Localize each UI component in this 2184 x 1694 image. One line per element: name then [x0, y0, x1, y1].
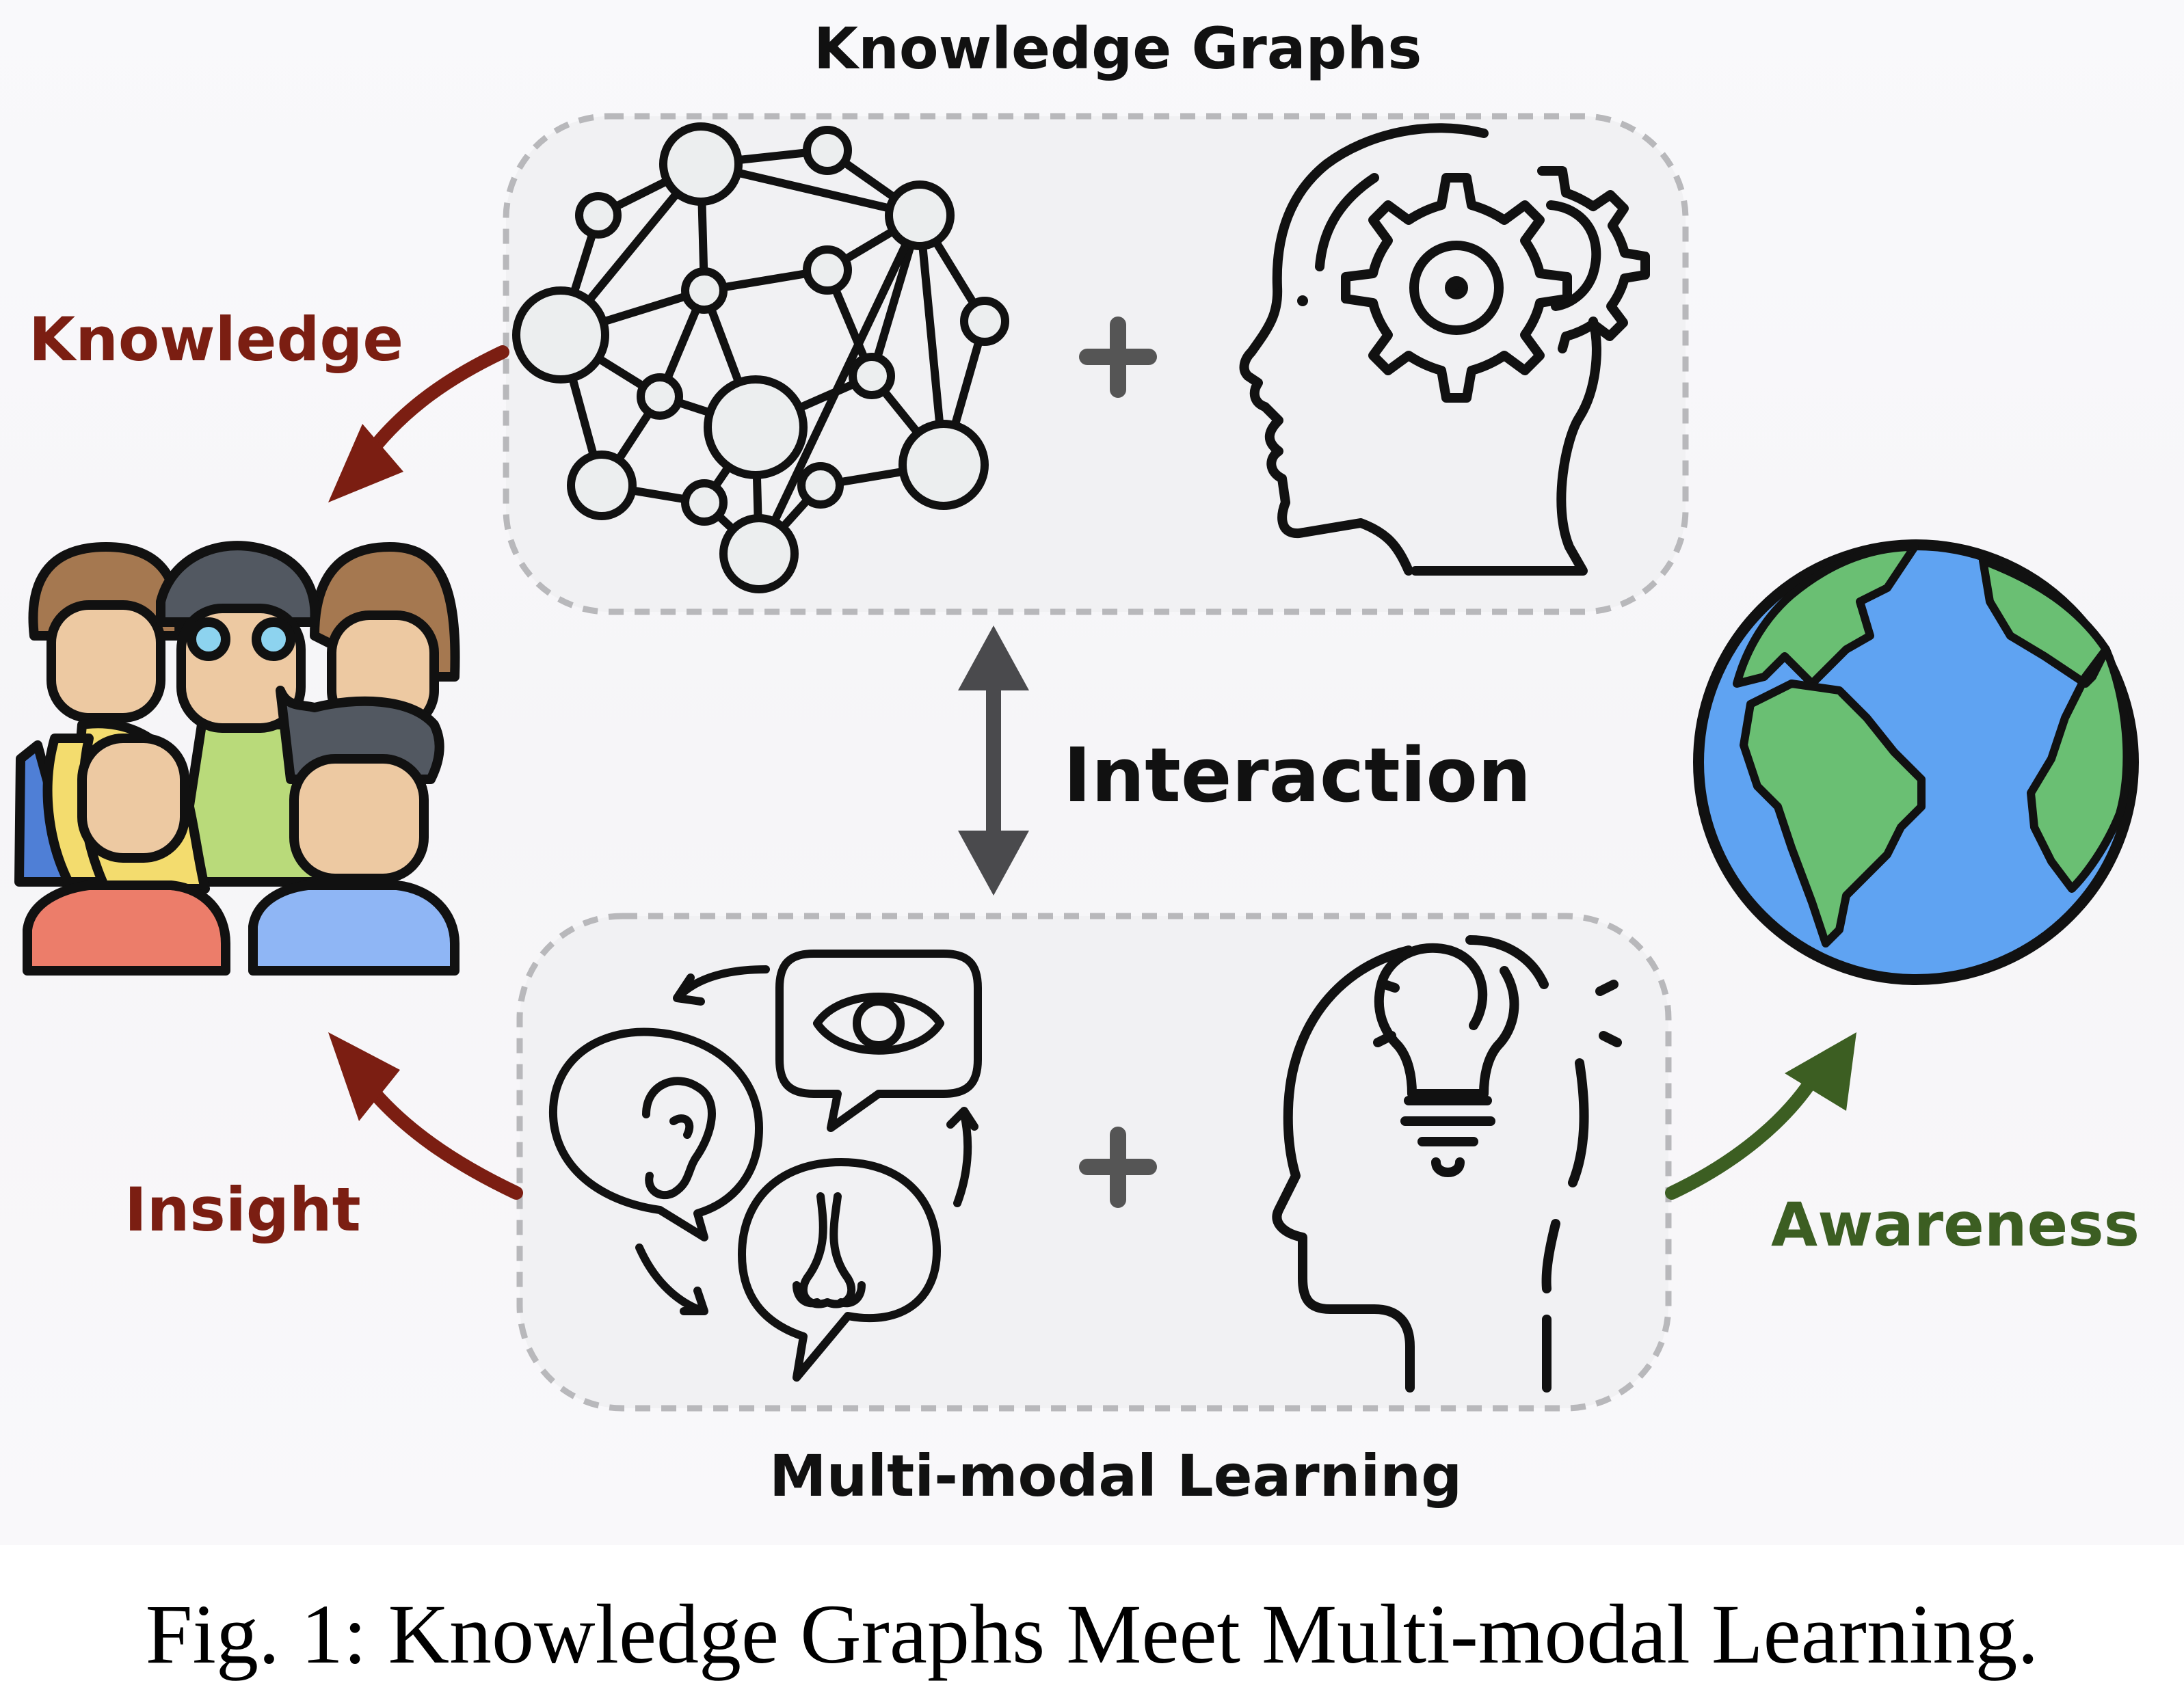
knowledge-graphs-title: Knowledge Graphs [814, 15, 1422, 82]
globe-icon [1693, 539, 2139, 985]
people-group-icon [14, 541, 460, 976]
knowledge-label: Knowledge [29, 304, 404, 375]
network-graph-icon [512, 122, 1009, 593]
figure-caption: Fig. 1: Knowledge Graphs Meet Multi-moda… [145, 1587, 2039, 1681]
plus-sign-bottom [1079, 1127, 1157, 1208]
knowledge-arrow [328, 345, 509, 502]
insight-label: Insight [124, 1174, 361, 1245]
interaction-label: Interaction [1063, 731, 1532, 819]
interaction-arrow [958, 626, 1029, 896]
head-gear-icon [1239, 123, 1650, 576]
diagram-canvas [14, 113, 2139, 1412]
senses-speech-bubbles-icon [548, 950, 982, 1382]
plus-sign-top [1079, 317, 1157, 398]
multimodal-learning-title: Multi-modal Learning [769, 1442, 1463, 1509]
awareness-arrow [1665, 1032, 1856, 1200]
awareness-label: Awareness [1771, 1189, 2140, 1260]
insight-arrow [328, 1032, 523, 1200]
head-lightbulb-icon [1272, 935, 1622, 1393]
